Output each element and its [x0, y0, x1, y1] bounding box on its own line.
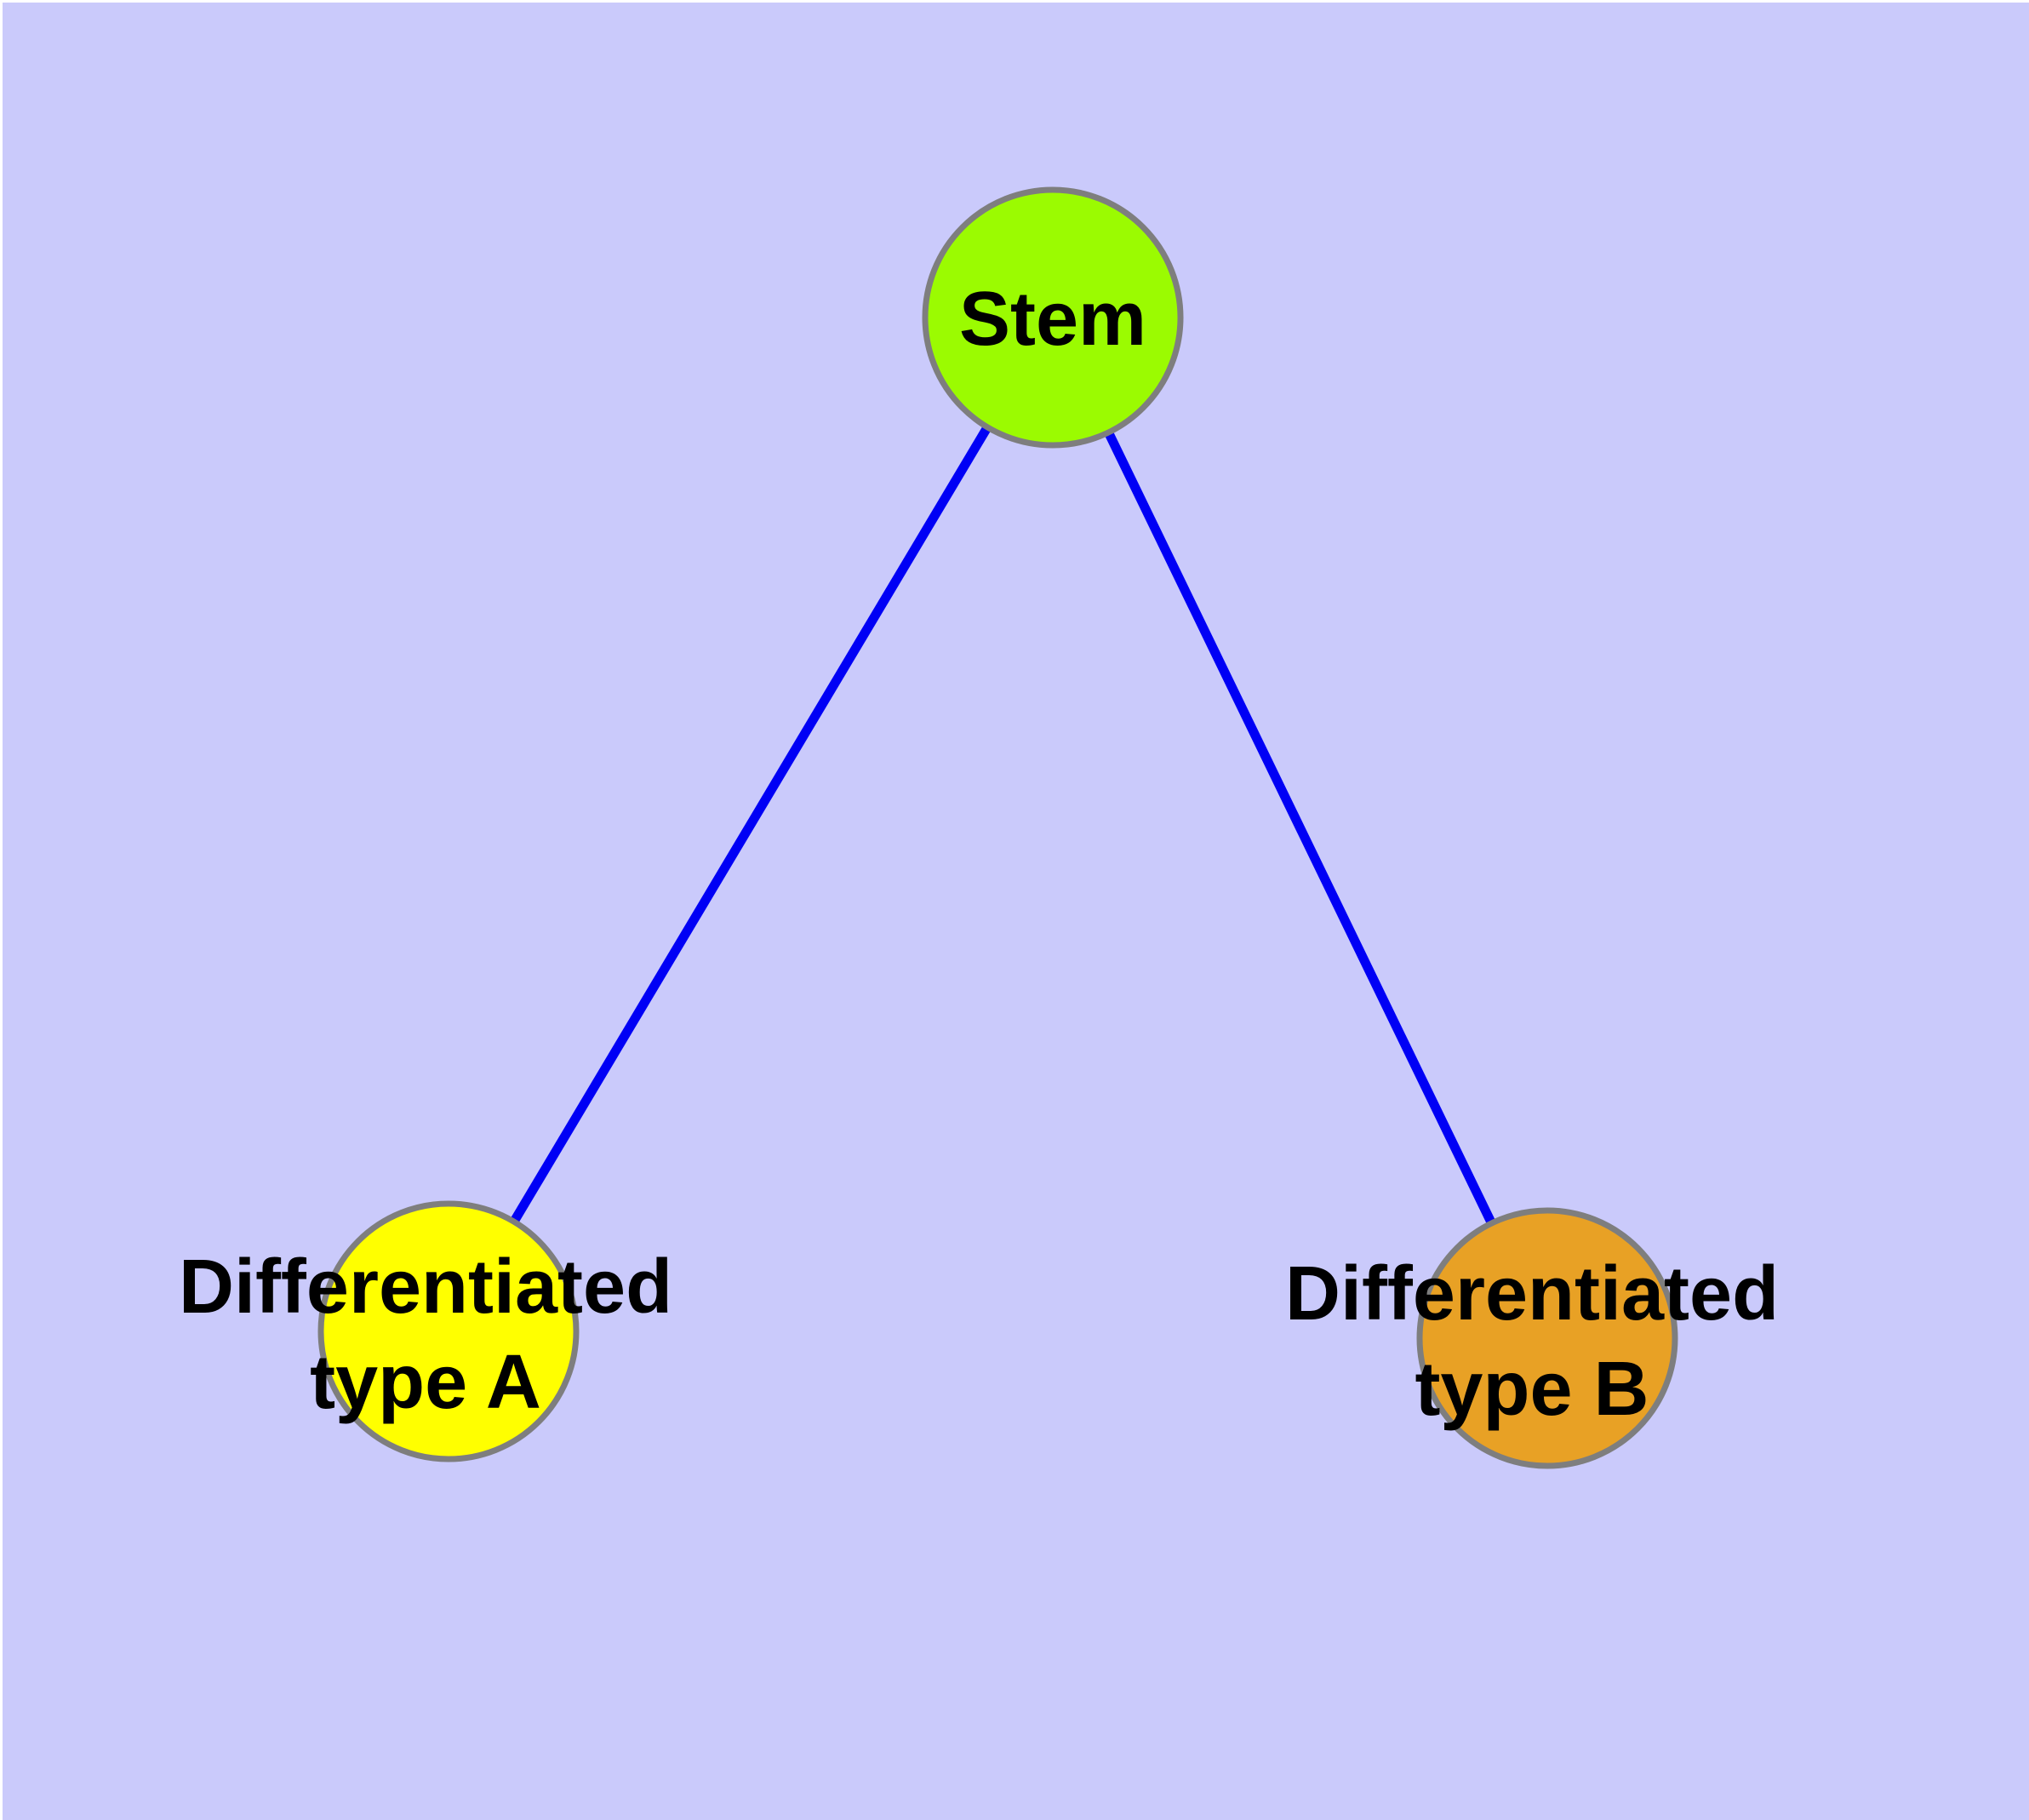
node-label-differentiated-type-b: Differentiated type B [1284, 1251, 1780, 1432]
edge-stem-to-type-b [1049, 315, 1552, 1341]
node-differentiated-type-a [317, 1200, 580, 1462]
node-stem [922, 186, 1184, 449]
node-label-stem: Stem [958, 277, 1147, 362]
edge-stem-to-type-a [444, 315, 1057, 1334]
node-differentiated-type-b [1416, 1207, 1678, 1469]
node-label-differentiated-type-a: Differentiated type A [178, 1245, 673, 1425]
